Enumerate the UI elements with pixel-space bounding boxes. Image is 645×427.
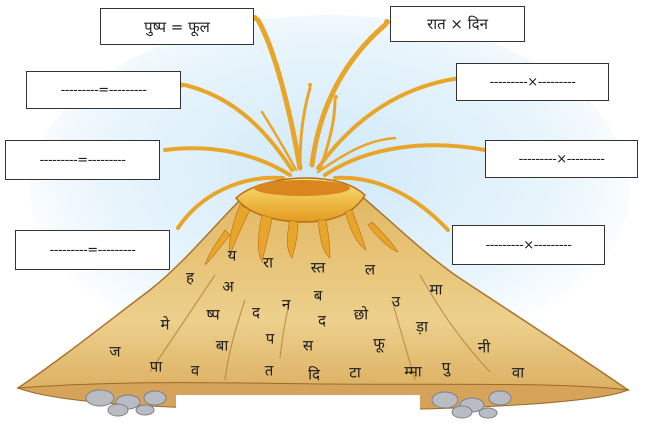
antonym-blank-text-3: ---------×--------- [485,237,572,253]
syllable-label: पु [441,358,451,377]
antonym-blank-text-1: ---------×--------- [489,74,576,90]
syllable-label: फू [373,334,385,353]
syllable-label: मा [429,280,443,299]
syllable-label: मे [160,315,170,334]
synonym-blank-box-2[interactable]: ---------=--------- [5,140,160,180]
syllable-label: प [265,329,275,348]
syllable-label: दि [308,365,320,384]
syllable-label: बा [215,336,229,355]
syllable-label: व [190,361,200,380]
syllable-label: रा [262,253,274,272]
syllable-label: ड़ा [416,317,428,336]
syllable-label: य [227,246,237,265]
synonym-blank-box-3[interactable]: ---------=--------- [15,230,170,270]
syllable-label: पा [149,357,163,376]
syllable-label: उ [391,292,401,311]
antonym-blank-text-2: ---------×--------- [518,151,605,167]
syllable-label: स [302,336,314,355]
antonym-example-text: रात × दिन [427,15,488,33]
syllable-label: द [252,303,260,322]
syllable-label: छो [353,305,369,324]
syllable-label: टा [349,363,361,382]
syllable-label: ज [109,342,121,361]
syllable-label: ष्प [206,305,220,324]
synonym-example-text: पुष्प = फूल [144,17,210,36]
syllable-label: त [264,361,274,380]
syllable-label: वा [511,363,525,382]
antonym-blank-box-3[interactable]: ---------×--------- [452,225,605,265]
crater-mouth [254,180,350,196]
syllable-label: नी [477,338,491,357]
lava-jets [163,17,487,232]
antonym-blank-box-1[interactable]: ---------×--------- [456,63,609,101]
syllable-label: द [318,311,326,330]
slope-shading [149,274,491,381]
syllable-label: स्त [310,258,326,277]
synonym-blank-text-1: ---------=--------- [60,82,147,98]
base-rocks [85,389,512,419]
syllable-label: म्मा [404,362,422,381]
synonym-example-box: पुष्प = फूल [100,8,254,45]
syllable-label: न [281,295,291,314]
synonym-blank-text-2: ---------=--------- [39,152,126,168]
synonym-blank-box-1[interactable]: ---------=--------- [26,71,181,109]
synonym-blank-text-3: ---------=--------- [49,242,136,258]
syllable-label: ब [313,286,323,305]
antonym-blank-box-2[interactable]: ---------×--------- [485,140,638,178]
lava-streaks [204,204,399,266]
syllable-label: ह [186,268,194,287]
bottom-blank-strip [176,395,420,411]
antonym-example-box: रात × दिन [390,6,525,42]
syllable-label: ल [364,260,376,279]
syllable-label: अ [222,277,234,296]
